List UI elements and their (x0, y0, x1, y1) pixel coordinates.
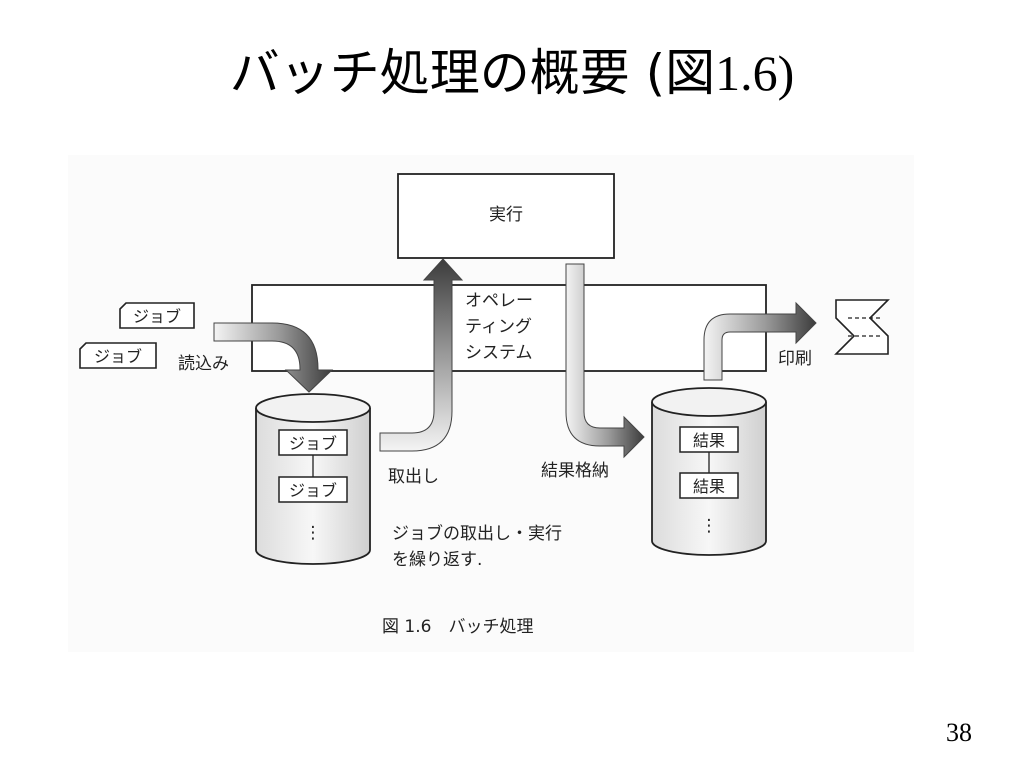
repeat-note-line-1: ジョブの取出し・実行 (392, 523, 562, 544)
input-job-card-2-label: ジョブ (94, 347, 142, 366)
execute-box: 実行 (397, 173, 615, 259)
result-item-1: 結果 (679, 426, 739, 453)
queued-job-ellipsis: ⋮ (305, 523, 322, 543)
input-job-card-1: ジョブ (119, 302, 195, 329)
os-label-line-2: ティング (465, 317, 532, 337)
input-job-card-1-label: ジョブ (133, 307, 181, 326)
page-number: 38 (946, 718, 972, 747)
fetch-arrow (379, 258, 464, 452)
fetch-label: 取出し (388, 467, 439, 487)
execute-label: 実行 (489, 205, 523, 225)
title-figure-number: 1.6) (715, 45, 795, 101)
queued-job-1: ジョブ (278, 429, 348, 456)
store-result-arrow (565, 263, 645, 459)
read-label: 読込み (178, 354, 229, 374)
os-label-line-3: システム (465, 343, 533, 363)
result-item-ellipsis: ⋮ (701, 516, 718, 536)
queued-job-1-label: ジョブ (289, 434, 337, 453)
queued-job-2-label: ジョブ (289, 481, 337, 500)
figure-caption: 図 1.6 バッチ処理 (382, 617, 533, 637)
job-queue-cylinder: ジョブ ジョブ ⋮ (255, 393, 371, 565)
read-arrow (213, 322, 334, 393)
title-text: バッチ処理の概要 (図 (229, 44, 716, 102)
operating-system-box: オペレー ティング システム (251, 284, 767, 372)
result-cylinder: 結果 結果 ⋮ (651, 387, 767, 556)
result-item-2: 結果 (679, 472, 739, 499)
repeat-note-line-2: を繰り返す. (392, 550, 482, 570)
store-result-label: 結果格納 (541, 461, 609, 481)
printed-paper-icon (834, 299, 890, 355)
print-arrow (703, 301, 817, 381)
result-item-2-label: 結果 (693, 477, 725, 496)
print-label: 印刷 (778, 349, 812, 369)
input-job-card-2: ジョブ (79, 342, 157, 369)
queued-job-2: ジョブ (278, 476, 348, 503)
slide-title: バッチ処理の概要 (図1.6) (0, 46, 1024, 101)
result-item-1-label: 結果 (693, 431, 725, 450)
os-label-line-1: オペレー (465, 291, 533, 311)
